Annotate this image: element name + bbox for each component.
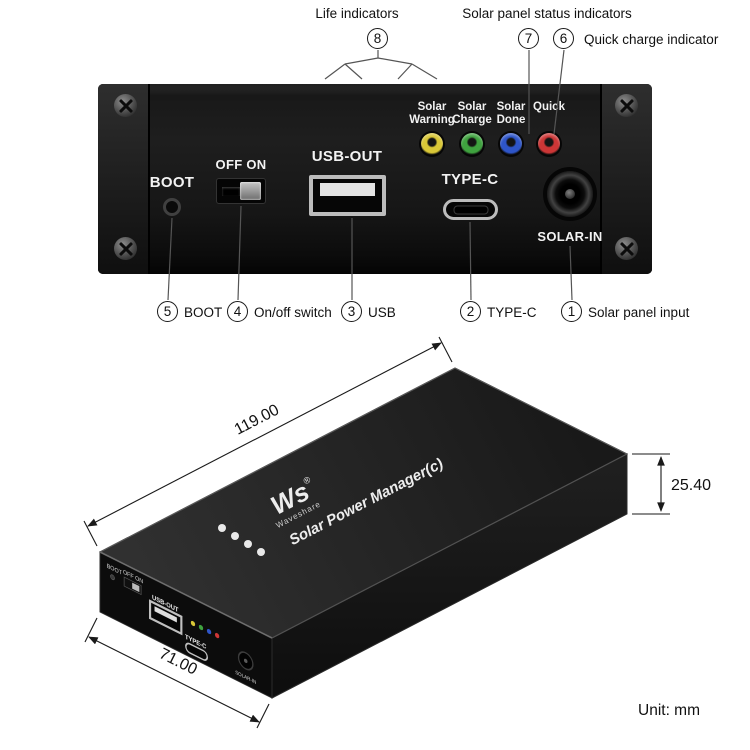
screw-bottom-right-icon xyxy=(615,237,638,260)
power-switch-3d xyxy=(123,576,142,596)
dimension-lines xyxy=(83,336,670,729)
led-label-solar-done: Solar Done xyxy=(484,101,538,127)
waveshare-brand-text: Waveshare xyxy=(275,499,323,530)
led-label-line: Solar xyxy=(496,101,526,113)
callout-label-boot: BOOT xyxy=(184,305,223,320)
led-label-line: Warning xyxy=(409,114,455,126)
callout-label-switch: On/off switch xyxy=(254,305,332,320)
boot-button xyxy=(163,198,181,216)
led-label-quick: Quick xyxy=(522,101,576,114)
solar-in-label: SOLAR-IN xyxy=(537,229,603,244)
type-c-port-3d xyxy=(185,642,208,661)
power-switch xyxy=(216,178,266,204)
led-label-line: Solar xyxy=(457,101,487,113)
usb-a-port xyxy=(309,175,386,216)
life-led-dot xyxy=(244,540,252,548)
quick-charge-label: Quick charge indicator xyxy=(584,32,719,47)
callout-badge-7: 7 xyxy=(518,28,539,49)
edge-highlight xyxy=(271,453,628,639)
top-face-printing: Ws ® Waveshare Solar Power Manager(c) xyxy=(266,455,446,549)
edge-highlight xyxy=(99,367,628,553)
device-top-face xyxy=(98,367,629,639)
solar-warning-led-3d xyxy=(190,620,196,627)
callout-label-solar-input: Solar panel input xyxy=(588,305,690,320)
usb-a-port-3d xyxy=(148,599,183,636)
boot-button-3d xyxy=(110,574,115,581)
product-name: Solar Power Manager(c) xyxy=(286,455,446,549)
led-label-solar-charge: Solar Charge xyxy=(445,101,499,127)
power-switch-label: OFF ON xyxy=(215,157,267,172)
switch-knob xyxy=(240,182,261,200)
solar-done-led xyxy=(500,133,522,155)
device-right-face xyxy=(271,453,628,699)
device-3d: Ws ® Waveshare Solar Power Manager(c) BO… xyxy=(98,367,629,699)
type-c-slot xyxy=(453,205,488,214)
screw-top-left-icon xyxy=(114,94,137,117)
screw-top-right-icon xyxy=(615,94,638,117)
dim-width-label: 71.00 xyxy=(156,645,200,678)
callout-badge-3: 3 xyxy=(341,301,362,322)
solar-in-jack xyxy=(547,171,593,217)
callout-label-typec: TYPE-C xyxy=(487,305,537,320)
edge-highlight xyxy=(99,551,273,639)
switch-slot xyxy=(222,187,240,196)
callout-badge-1: 1 xyxy=(561,301,582,322)
callout-badge-2: 2 xyxy=(460,301,481,322)
life-led-dot xyxy=(231,532,239,540)
solar-charge-led-3d xyxy=(198,624,204,631)
device-front-detail: BOOT OFF ON USB-OUT TYPE-C SOLAR-IN xyxy=(107,563,257,687)
switch-knob-3d xyxy=(132,582,140,593)
life-led-dot xyxy=(218,524,226,532)
waveshare-logo-mark: Ws xyxy=(266,476,314,521)
jack-pin xyxy=(565,189,575,199)
unit-label: Unit: mm xyxy=(638,702,700,719)
callout-badge-8: 8 xyxy=(367,28,388,49)
type-c-port xyxy=(443,199,498,220)
type-c-label-3d: TYPE-C xyxy=(185,634,207,652)
life-indicator-leds xyxy=(218,524,265,556)
boot-label-3d: BOOT xyxy=(107,563,122,577)
solar-warning-led xyxy=(421,133,443,155)
jack-pin-3d xyxy=(243,658,248,664)
screw-bottom-left-icon xyxy=(114,237,137,260)
dimension-labels: 119.00 25.40 71.00 xyxy=(156,401,711,678)
device-front-face xyxy=(99,551,273,699)
led-label-line: Solar xyxy=(417,101,447,113)
quick-led-3d xyxy=(214,632,220,639)
usb-tongue-3d xyxy=(154,606,177,623)
callout-badge-5: 5 xyxy=(157,301,178,322)
type-c-label: TYPE-C xyxy=(441,171,499,188)
solar-status-label: Solar panel status indicators xyxy=(462,6,632,21)
usb-out-label: USB-OUT xyxy=(311,148,383,165)
solar-charge-led xyxy=(461,133,483,155)
led-label-line: Charge xyxy=(452,114,492,126)
led-label-solar-warning: Solar Warning xyxy=(405,101,459,127)
callout-label-usb: USB xyxy=(368,305,396,320)
led-label-line: Quick xyxy=(533,101,565,113)
boot-label: BOOT xyxy=(149,174,195,191)
life-led-dot xyxy=(257,548,265,556)
callout-badge-4: 4 xyxy=(227,301,248,322)
solar-in-jack-3d xyxy=(237,651,254,671)
dim-height-label: 25.40 xyxy=(671,477,711,494)
life-indicators-label: Life indicators xyxy=(315,6,399,21)
usb-tongue xyxy=(320,183,375,196)
dim-length-label: 119.00 xyxy=(232,401,282,438)
solar-in-label-3d: SOLAR-IN xyxy=(235,670,256,687)
quick-charge-led xyxy=(538,133,560,155)
registered-trademark-icon: ® xyxy=(302,474,313,486)
enclosure-front-view: BOOT OFF ON USB-OUT Solar Warning Solar … xyxy=(98,84,652,274)
led-label-line: Done xyxy=(496,114,526,126)
solar-done-led-3d xyxy=(206,628,212,635)
callout-badge-6: 6 xyxy=(553,28,574,49)
usb-out-label-3d: USB-OUT xyxy=(152,594,178,614)
switch-label-3d: OFF ON xyxy=(123,569,143,585)
